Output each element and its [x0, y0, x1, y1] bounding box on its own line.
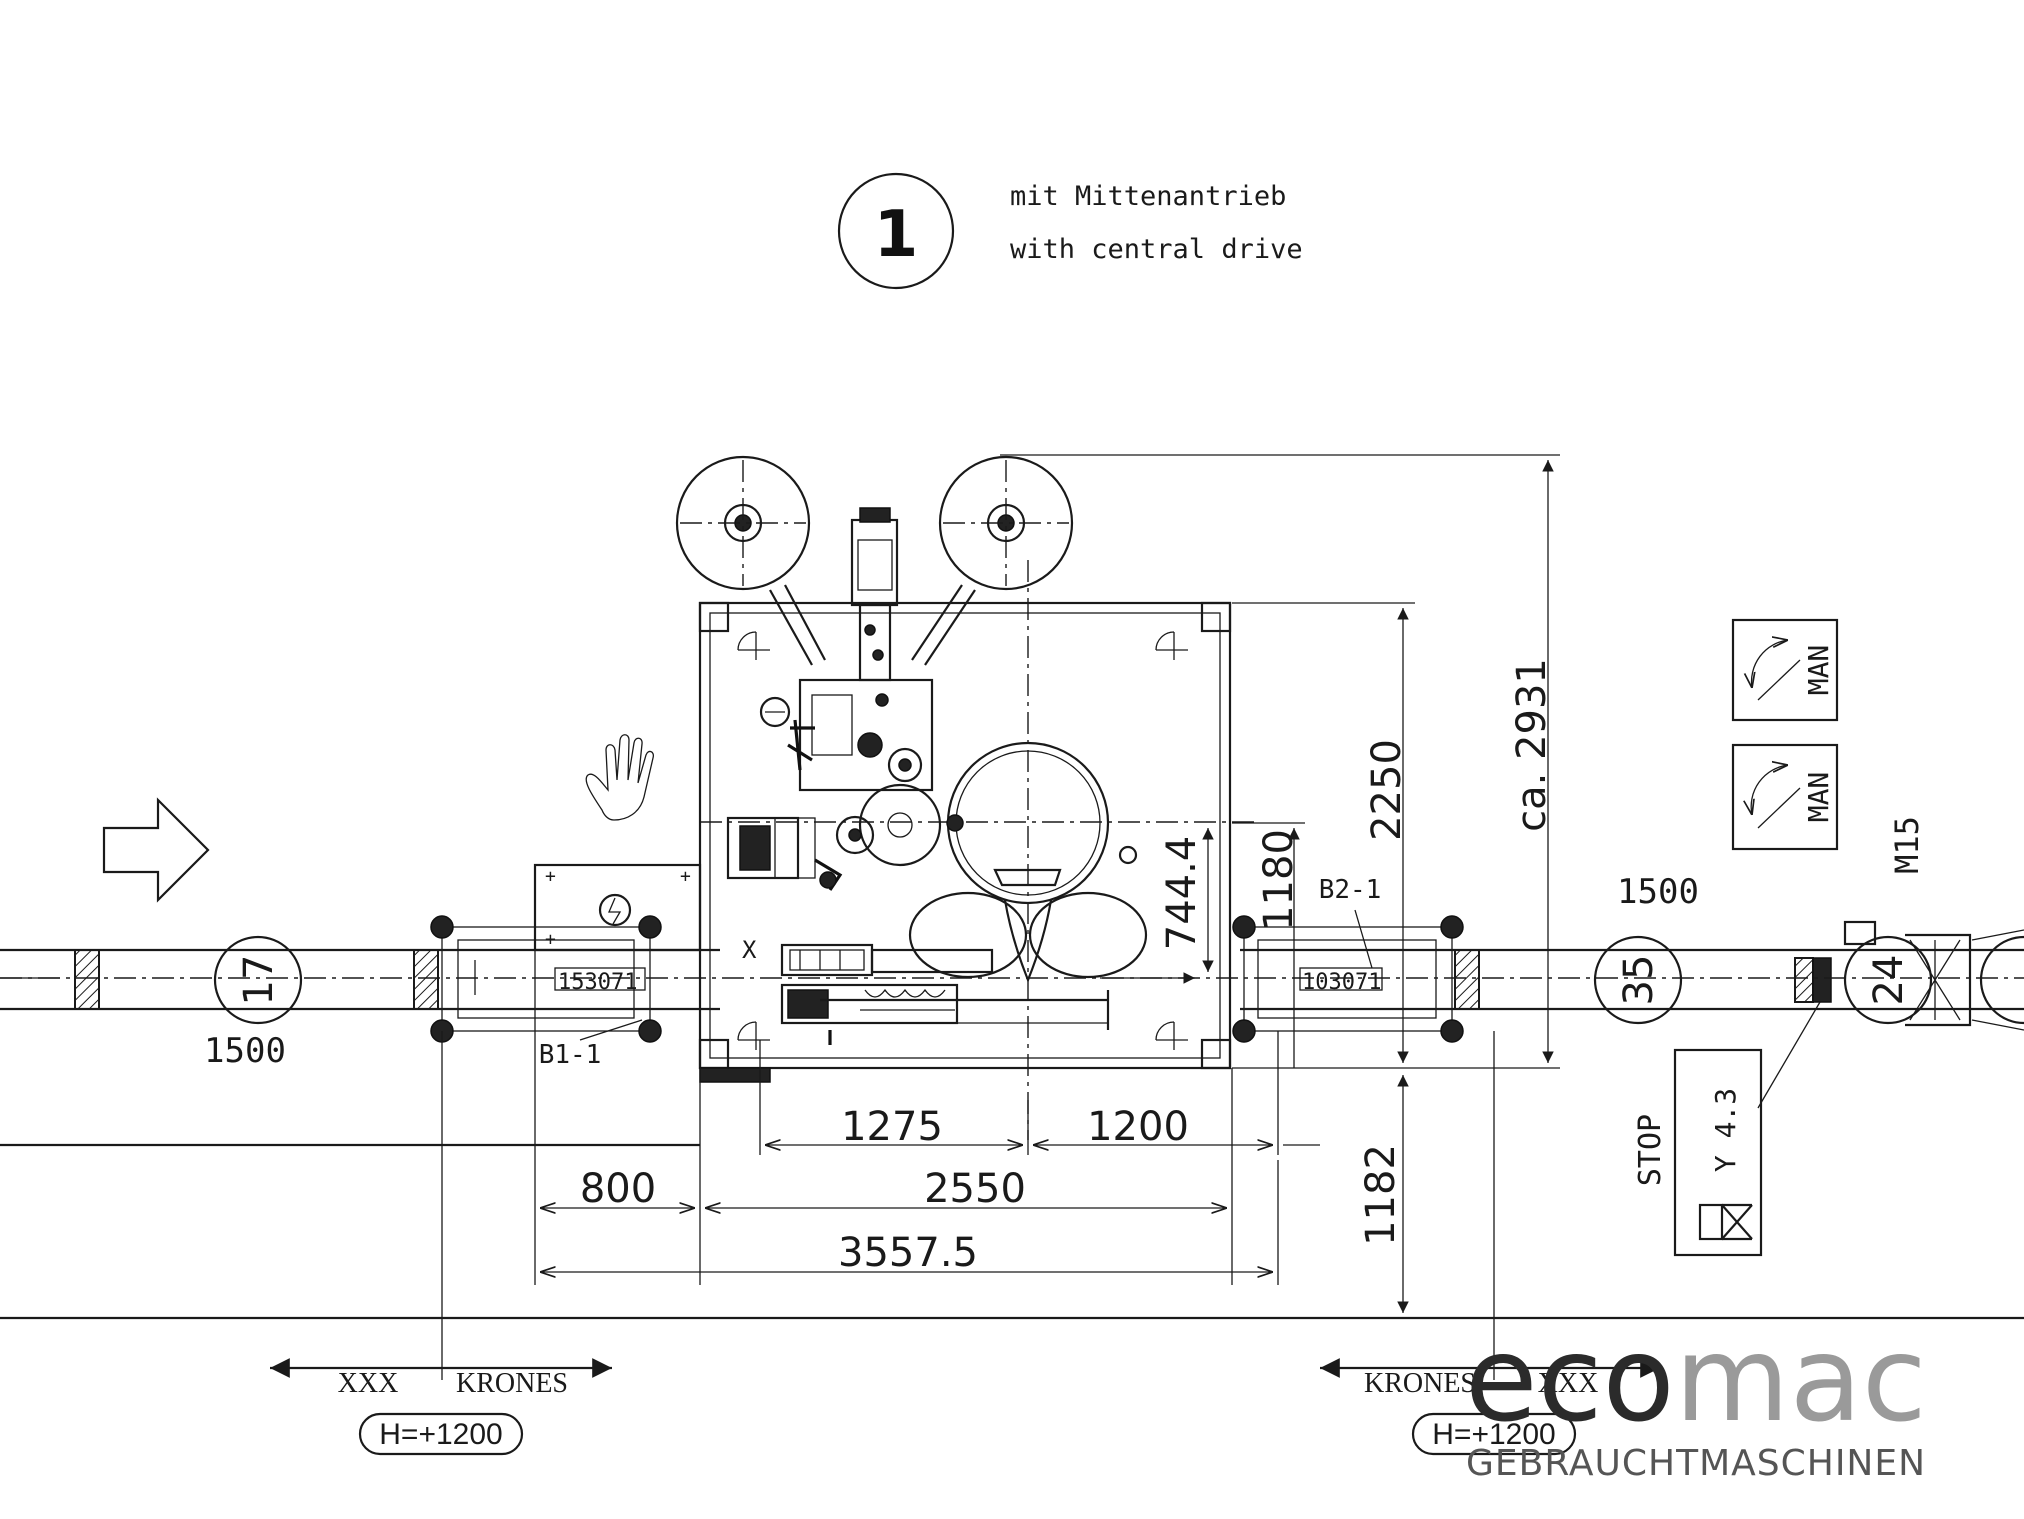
- sensor-b2-label: B2-1: [1319, 875, 1382, 905]
- dimension-height-lower: 1182: [1358, 1075, 1409, 1313]
- dim-height-lower-text: 1182: [1358, 1144, 1404, 1246]
- speed-circle-far-right: 24: [1843, 920, 2024, 1031]
- logo-tagline: GEBRAUCHTMASCHINEN: [1466, 1443, 1926, 1484]
- stop-label-text: STOP: [1633, 1114, 1668, 1186]
- conveyor-right: [1240, 948, 2024, 1011]
- man-bottom-text: MAN: [1802, 772, 1835, 823]
- dim-width-total-text: 3557.5: [838, 1230, 978, 1276]
- svg-text:+: +: [680, 866, 691, 887]
- sensor-b1-code: 153071: [558, 970, 637, 995]
- electric-icon: [608, 897, 622, 925]
- sensor-b2-code: 103071: [1302, 970, 1381, 995]
- dim-height-inner-text: 1180: [1256, 829, 1302, 931]
- feed-screw: [780, 943, 1110, 1045]
- dimension-width-machine: 800 2550: [534, 950, 1233, 1285]
- interface-left-to: KRONES: [456, 1368, 568, 1399]
- flow-direction-arrow-icon: [102, 797, 210, 903]
- bottle-carousel: [908, 741, 1148, 983]
- valve-icon: [1721, 1203, 1753, 1241]
- speed-circle-right: 35: [1593, 935, 1683, 1025]
- dim-height-total-text: ca. 2931: [1509, 658, 1555, 832]
- interface-left: XXX KRONES H=+1200: [270, 1031, 612, 1456]
- speed-left-text: 17: [236, 955, 282, 1006]
- interface-left-from: XXX: [338, 1368, 399, 1399]
- dim-width-right-seg-text: 1200: [1087, 1104, 1189, 1150]
- dim-width-left-seg-text: 1275: [841, 1104, 943, 1150]
- control-box: + + +: [533, 863, 702, 952]
- interface-right-from: KRONES: [1364, 1368, 1476, 1399]
- interface-right: KRONES XXX H=+1200: [1320, 1031, 1660, 1456]
- speed-circle-left: 17: [213, 935, 303, 1025]
- dim-height-frame-text: 2250: [1364, 739, 1410, 841]
- conveyor-right-length: 1500: [1617, 872, 1699, 912]
- watermark-logo: ecomac GEBRAUCHTMASCHINEN: [1465, 1310, 1927, 1484]
- dim-width-infeed-text: 800: [580, 1166, 656, 1212]
- man-top-text: MAN: [1802, 645, 1835, 696]
- speed-far-right-text: 24: [1866, 955, 1912, 1006]
- interface-right-height: H=+1200: [1432, 1418, 1555, 1451]
- sensor-frame-b2: [1232, 909, 1464, 1043]
- logo-brand-part2: mac: [1675, 1310, 1927, 1448]
- dim-offset-text: 744.4: [1159, 836, 1205, 951]
- motor-label: M15: [1888, 816, 1926, 874]
- label-reel-right: [911, 455, 1074, 666]
- description-german: mit Mittenantrieb: [1010, 181, 1286, 212]
- labelling-station: [726, 507, 942, 891]
- interface-right-to: XXX: [1538, 1368, 1599, 1399]
- sensor-b1-label: B1-1: [539, 1040, 602, 1070]
- dimension-height-frame: 2250: [1232, 602, 1415, 1063]
- stop-panel: Y 4.3: [1673, 1001, 1821, 1257]
- interface-left-height: H=+1200: [379, 1418, 502, 1451]
- dimension-height-inner: 1180: [1232, 822, 1305, 1068]
- dimension-width-total: 3557.5: [540, 1160, 1279, 1285]
- machine-frame: [698, 560, 1260, 1140]
- man-panel-top: MAN: [1731, 618, 1839, 722]
- hand-icon: [585, 734, 654, 821]
- label-reel-left: [675, 455, 826, 666]
- marker-x: X: [742, 936, 757, 964]
- dimension-width-segments: 1275 1200: [759, 1031, 1320, 1155]
- speed-right-text: 35: [1616, 955, 1662, 1006]
- stop-code-text: Y 4.3: [1709, 1088, 1742, 1172]
- man-panel-bottom: MAN: [1731, 743, 1839, 851]
- dim-width-machine-text: 2550: [924, 1166, 1026, 1212]
- title-number: 1: [874, 198, 919, 272]
- title-marker: 1: [837, 172, 955, 290]
- dimension-offset: 744.4: [1100, 828, 1214, 984]
- conveyor-left-length: 1500: [204, 1031, 286, 1071]
- dimension-height-total: ca. 2931: [1000, 454, 1560, 1069]
- logo-brand-part1: eco: [1465, 1310, 1675, 1448]
- description-english: with central drive: [1010, 234, 1303, 265]
- svg-text:ecomac: ecomac: [1465, 1310, 1927, 1448]
- svg-text:+: +: [545, 866, 556, 887]
